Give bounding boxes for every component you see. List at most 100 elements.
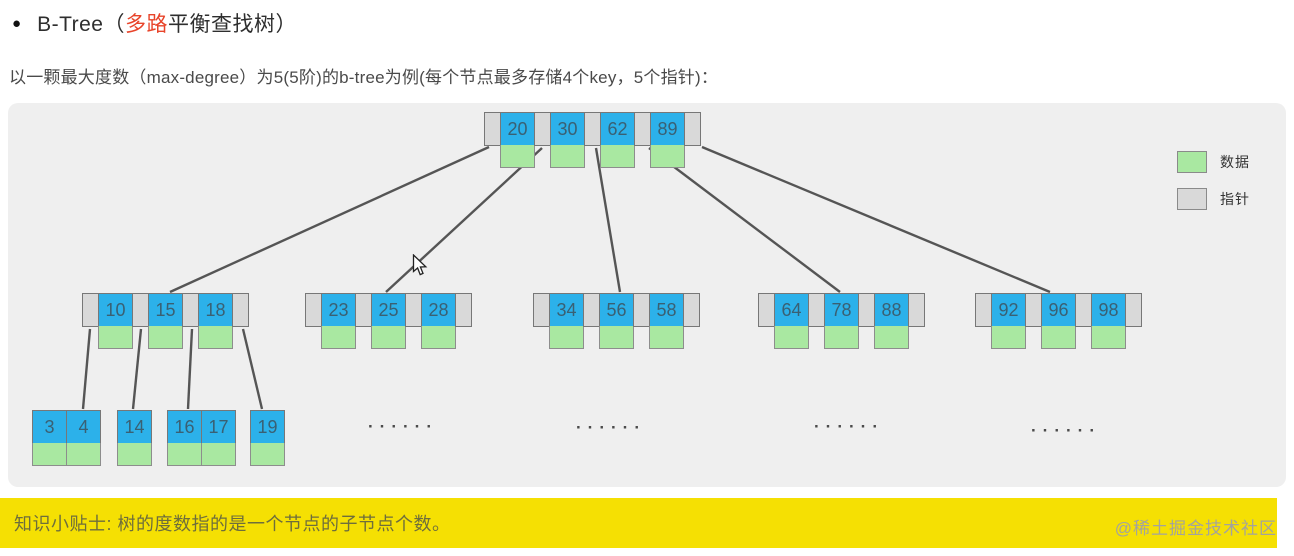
bullet-icon: ●: [12, 14, 22, 32]
tip-banner: 知识小贴士: 树的度数指的是一个节点的子节点个数。: [0, 498, 1277, 548]
pointer-cell: [908, 293, 925, 327]
key-value: 16: [174, 416, 195, 437]
legend-swatch: [1177, 151, 1207, 173]
pointer-cell: [683, 293, 700, 327]
legend-label: 数据: [1220, 154, 1250, 170]
btree-node-34-56-58: 34 56 58: [533, 293, 700, 349]
pointer-cell: [534, 112, 551, 146]
key-cell: 17: [201, 410, 236, 466]
key-value: 30: [557, 118, 578, 139]
key-cell: 88: [874, 293, 909, 349]
data-cell: [32, 443, 67, 466]
data-cell: [148, 326, 183, 349]
data-cell: [167, 443, 202, 466]
key-value: 4: [78, 416, 89, 437]
pointer-cell: [633, 293, 650, 327]
pointer-cell: [484, 112, 501, 146]
btree-node-20-30-62-89: 20 30 62 89: [484, 112, 701, 168]
key-cell: 64: [774, 293, 809, 349]
data-cell: [198, 326, 233, 349]
key-cell: 14: [117, 410, 152, 466]
key-cell: 58: [649, 293, 684, 349]
key-value: 20: [507, 118, 528, 139]
data-cell: [66, 443, 101, 466]
pointer-cell: [583, 293, 600, 327]
data-cell: [599, 326, 634, 349]
pointer-cell: [405, 293, 422, 327]
key-cell: 98: [1091, 293, 1126, 349]
subtree-ellipsis: ······: [1031, 421, 1101, 440]
data-cell: [98, 326, 133, 349]
key-cell: 34: [549, 293, 584, 349]
key-cell: 25: [371, 293, 406, 349]
data-cell: [549, 326, 584, 349]
pointer-cell: [455, 293, 472, 327]
key-cell: 56: [599, 293, 634, 349]
key-value: 23: [328, 299, 349, 320]
data-cell: [321, 326, 356, 349]
pointer-cell: [82, 293, 99, 327]
key-cell: 16: [167, 410, 202, 466]
key-cell: 96: [1041, 293, 1076, 349]
pointer-cell: [684, 112, 701, 146]
data-cell: [650, 145, 685, 168]
data-cell: [824, 326, 859, 349]
key-value: 56: [606, 299, 627, 320]
data-cell: [371, 326, 406, 349]
key-cell: 19: [250, 410, 285, 466]
pointer-cell: [808, 293, 825, 327]
key-cell: 20: [500, 112, 535, 168]
title-highlight: 多路: [124, 13, 168, 36]
key-cell: 10: [98, 293, 133, 349]
data-cell: [600, 145, 635, 168]
key-value: 14: [124, 416, 145, 437]
key-cell: 3: [32, 410, 67, 466]
key-value: 88: [881, 299, 902, 320]
pointer-cell: [305, 293, 322, 327]
page-title: B-Tree（多路平衡查找树）: [37, 8, 297, 38]
key-cell: 18: [198, 293, 233, 349]
tip-text: 知识小贴士: 树的度数指的是一个节点的子节点个数。: [14, 514, 451, 534]
key-cell: 89: [650, 112, 685, 168]
btree-node-14: 14: [117, 410, 152, 466]
key-value: 28: [428, 299, 449, 320]
key-cell: 78: [824, 293, 859, 349]
mouse-cursor-icon: [412, 254, 428, 276]
key-value: 3: [44, 416, 55, 437]
pointer-cell: [858, 293, 875, 327]
intro-text: 以一颗最大度数（max-degree）为5(5阶)的b-tree为例(每个节点最…: [9, 68, 719, 87]
legend-row: 数据: [1177, 151, 1250, 173]
btree-node-19: 19: [250, 410, 285, 466]
title-text-before: B-Tree（: [37, 13, 125, 36]
data-cell: [1091, 326, 1126, 349]
pointer-cell: [232, 293, 249, 327]
pointer-cell: [1025, 293, 1042, 327]
key-value: 17: [208, 416, 229, 437]
key-value: 89: [657, 118, 678, 139]
legend-label: 指针: [1220, 191, 1250, 207]
legend-swatch: [1177, 188, 1207, 210]
title-row: ● B-Tree（多路平衡查找树）: [12, 8, 297, 38]
title-text-after: 平衡查找树）: [167, 13, 297, 36]
pointer-cell: [533, 293, 550, 327]
data-cell: [874, 326, 909, 349]
key-cell: 62: [600, 112, 635, 168]
key-value: 78: [831, 299, 852, 320]
key-value: 10: [105, 299, 126, 320]
pointer-cell: [975, 293, 992, 327]
pointer-cell: [584, 112, 601, 146]
key-value: 58: [656, 299, 677, 320]
key-value: 25: [378, 299, 399, 320]
pointer-cell: [132, 293, 149, 327]
data-cell: [117, 443, 152, 466]
data-cell: [250, 443, 285, 466]
key-cell: 4: [66, 410, 101, 466]
pointer-cell: [355, 293, 372, 327]
btree-node-64-78-88: 64 78 88: [758, 293, 925, 349]
btree-node-23-25-28: 23 25 28: [305, 293, 472, 349]
data-cell: [421, 326, 456, 349]
key-value: 19: [257, 416, 278, 437]
